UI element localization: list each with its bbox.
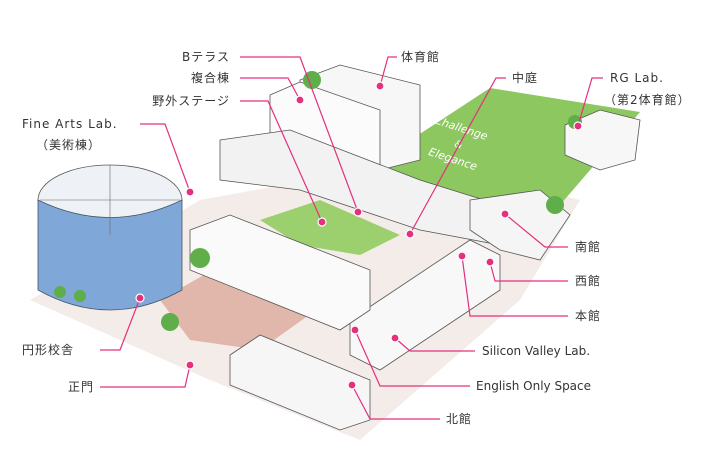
middle-building xyxy=(189,214,371,331)
rg-lab-building xyxy=(564,109,641,171)
leader-lines xyxy=(100,56,603,420)
label-silicon-valley[interactable]: Silicon Valley Lab. xyxy=(482,344,591,358)
label-outdoor-stage[interactable]: 野外ステージ xyxy=(152,94,230,108)
label-round[interactable]: 円形校舎 xyxy=(22,343,75,357)
location-dots xyxy=(135,81,583,390)
label-north[interactable]: 北館 xyxy=(446,412,473,426)
main-building xyxy=(349,239,501,371)
south-building xyxy=(469,189,571,261)
label-rg-lab-sub: （第2体育館） xyxy=(604,93,691,107)
label-english-only[interactable]: English Only Space xyxy=(476,379,592,393)
label-complex[interactable]: 複合棟 xyxy=(190,71,230,85)
label-b-terrace[interactable]: Bテラス xyxy=(182,50,230,64)
label-south[interactable]: 南館 xyxy=(575,240,602,254)
label-rg-lab[interactable]: RG Lab. xyxy=(610,71,664,85)
label-gym[interactable]: 体育館 xyxy=(401,50,441,64)
label-west[interactable]: 西館 xyxy=(575,274,602,288)
round-building-body xyxy=(37,199,183,311)
brick-plaza xyxy=(160,260,330,350)
label-main[interactable]: 本館 xyxy=(575,309,602,323)
label-fine-arts[interactable]: Fine Arts Lab. xyxy=(22,117,118,131)
label-fine-arts-sub: （美術棟） xyxy=(36,138,102,152)
north-building xyxy=(229,334,371,431)
label-gate[interactable]: 正門 xyxy=(68,380,95,394)
label-courtyard[interactable]: 中庭 xyxy=(512,71,539,85)
